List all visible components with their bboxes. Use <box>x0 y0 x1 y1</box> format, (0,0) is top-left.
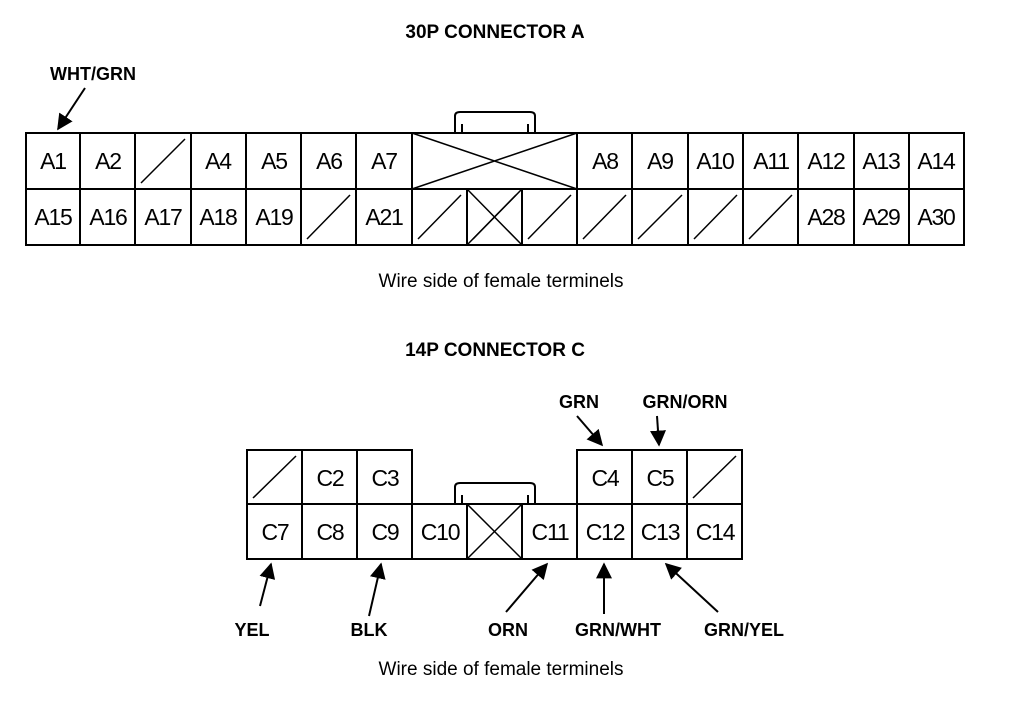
pin-c13: C13 <box>641 519 680 545</box>
pin-c3: C3 <box>371 465 398 491</box>
pin-a17: A17 <box>144 204 182 230</box>
connector-a-blank-x <box>411 132 578 190</box>
pin-c12: C12 <box>586 519 625 545</box>
connector-c-caption: Wire side of female terminels <box>379 659 624 680</box>
pin-c14: C14 <box>696 519 736 545</box>
pin-a7: A7 <box>371 148 397 174</box>
arrow-blk <box>368 562 386 617</box>
arrow-wht-grn <box>57 87 86 131</box>
pin-a18: A18 <box>199 204 237 230</box>
pin-a16: A16 <box>89 204 127 230</box>
pin-c5: C5 <box>646 465 673 491</box>
arrow-orn <box>505 562 549 613</box>
wire-label-wht-grn: WHT/GRN <box>50 64 136 84</box>
pin-a13: A13 <box>862 148 900 174</box>
pin-c10: C10 <box>421 519 460 545</box>
pin-c11: C11 <box>532 519 569 545</box>
pin-a14: A14 <box>917 148 956 174</box>
pin-a28: A28 <box>807 204 845 230</box>
pin-c8: C8 <box>316 519 343 545</box>
arrow-grn-yel <box>664 562 719 613</box>
pin-a29: A29 <box>862 204 900 230</box>
pin-c9: C9 <box>371 519 398 545</box>
connector-c-latch <box>454 482 536 504</box>
connector-c-title: 14P CONNECTOR C <box>405 340 585 361</box>
pin-a9: A9 <box>647 148 673 174</box>
connector-a-caption: Wire side of female terminels <box>379 271 624 292</box>
pin-a2: A2 <box>95 148 121 174</box>
wire-label-grn-yel: GRN/YEL <box>704 620 784 640</box>
arrow-grn-orn <box>650 415 666 447</box>
arrow-yel <box>259 562 276 607</box>
pin-a6: A6 <box>316 148 342 174</box>
pin-a4: A4 <box>205 148 232 174</box>
wire-label-yel: YEL <box>234 620 269 640</box>
pin-a11: A11 <box>753 148 789 174</box>
pin-a30: A30 <box>917 204 955 230</box>
pin-c7: C7 <box>261 519 288 545</box>
connector-a-latch <box>454 111 536 133</box>
connector-a: A1 A2 A4 A5 A6 A7 A8 A9 A10 A11 A12 A13 … <box>25 111 965 246</box>
wire-label-orn: ORN <box>488 620 528 640</box>
pin-c4: C4 <box>591 465 619 491</box>
connector-a-title: 30P CONNECTOR A <box>405 22 584 43</box>
pin-a1: A1 <box>40 148 66 174</box>
connector-c-blank-x <box>466 503 523 560</box>
pin-c2: C2 <box>316 465 343 491</box>
pin-a10: A10 <box>696 148 734 174</box>
pin-a15: A15 <box>34 204 72 230</box>
arrow-grn <box>576 415 604 447</box>
pin-a8: A8 <box>592 148 618 174</box>
pin-a21: A21 <box>365 204 403 230</box>
wire-label-grn-wht: GRN/WHT <box>575 620 661 640</box>
wire-label-blk: BLK <box>351 620 388 640</box>
pin-a12: A12 <box>807 148 845 174</box>
connector-c: C2 C3 C4 C5 C7 C8 C9 C10 C11 C12 C13 C14 <box>246 449 743 560</box>
wire-label-grn-orn: GRN/ORN <box>643 392 728 412</box>
pin-a19: A19 <box>255 204 293 230</box>
connector-c-empty-diagonals <box>252 455 737 499</box>
pin-a5: A5 <box>261 148 287 174</box>
wire-label-grn: GRN <box>559 392 599 412</box>
connector-a-empty-diagonals <box>140 138 793 240</box>
